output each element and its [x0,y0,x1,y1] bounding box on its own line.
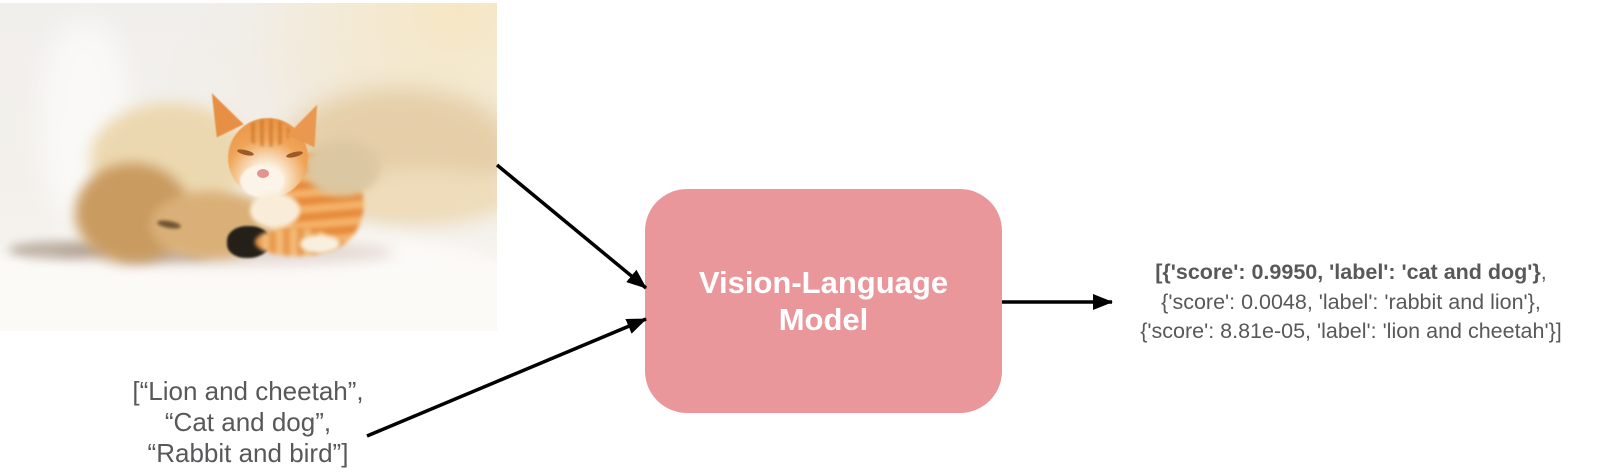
model-output-text: [{'score': 0.9950, 'label': 'cat and dog… [1096,258,1600,347]
photo-dog-paw-shadow [8,241,108,259]
photo-kitten-forehead-stripes [246,119,290,147]
candidate-labels-line-1: [“Lion and cheetah”, [132,376,364,406]
photo-knit-blanket-shape [305,141,380,196]
model-label-line-2: Model [778,302,869,337]
candidate-labels-line-2: “Cat and dog”, [164,407,332,437]
output-line-1: [{'score': 0.9950, 'label': 'cat and dog… [1096,258,1600,288]
output-line-1-bold: [{'score': 0.9950, 'label': 'cat and dog… [1155,260,1541,284]
arrow-image-to-model [495,163,648,290]
candidate-labels-text: [“Lion and cheetah”, “Cat and dog”, “Rab… [68,376,428,469]
photo-kitten-nose [257,169,269,178]
photo-kitten-paw-white [300,235,340,253]
photo-carpet-lower-shape [0,265,497,331]
model-label-line-1: Vision-Language [698,265,949,300]
output-line-3: {'score': 8.81e-05, 'label': 'lion and c… [1140,319,1562,343]
input-pet-photo [0,3,497,331]
candidate-labels-line-3: “Rabbit and bird”] [147,438,349,468]
output-line-1-tail: , [1540,260,1547,284]
output-line-2: {'score': 0.0048, 'label': 'rabbit and l… [1161,289,1541,314]
vision-language-model-box: Vision-Language Model [645,189,1002,413]
photo-kitten-chest [250,193,300,228]
